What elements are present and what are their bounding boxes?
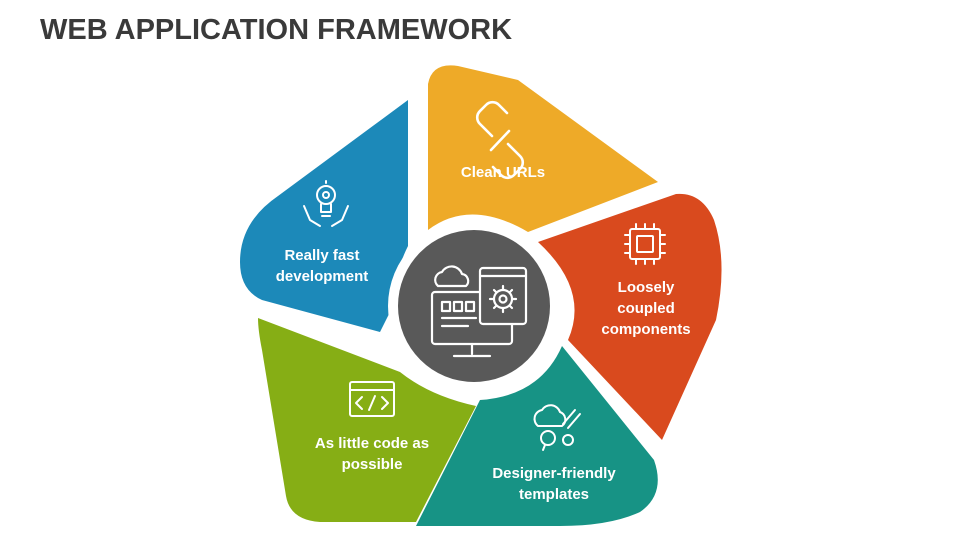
segment-label-line: development xyxy=(276,268,369,285)
segment-label-line: Designer-friendly xyxy=(492,465,616,482)
segment-shape xyxy=(258,318,476,522)
segment-shape xyxy=(428,65,658,232)
segment-label-line: Clean URLs xyxy=(461,164,545,181)
chip-icon xyxy=(624,223,666,265)
segment-label-line: Really fast xyxy=(284,247,359,264)
segment-label-line: templates xyxy=(519,486,589,503)
segment-shape xyxy=(538,193,722,440)
segment-loosely-coupled-components: Loosely coupled components xyxy=(538,193,722,440)
page-title: WEB APPLICATION FRAMEWORK xyxy=(40,14,513,46)
segment-designer-friendly-templates: Designer-friendly templates xyxy=(416,346,658,526)
center-hub xyxy=(388,220,560,392)
design-ideas-icon xyxy=(533,404,581,451)
segment-shape xyxy=(416,346,658,526)
segment-really-fast-development: Really fast development xyxy=(240,100,408,332)
segment-label-line: components xyxy=(601,321,690,338)
hands-lightbulb-icon xyxy=(303,180,349,227)
segment-clean-urls: Clean URLs xyxy=(428,65,658,232)
segment-label-line: possible xyxy=(342,456,403,473)
web-app-settings-icon xyxy=(430,265,528,358)
code-window-icon xyxy=(349,381,395,417)
segment-as-little-code-as-possible: As little code as possible xyxy=(258,318,476,522)
segment-label-line: As little code as xyxy=(315,435,429,452)
link-icon xyxy=(475,100,525,180)
segment-label-line: coupled xyxy=(617,300,675,317)
segment-label-line: Loosely xyxy=(618,279,675,296)
